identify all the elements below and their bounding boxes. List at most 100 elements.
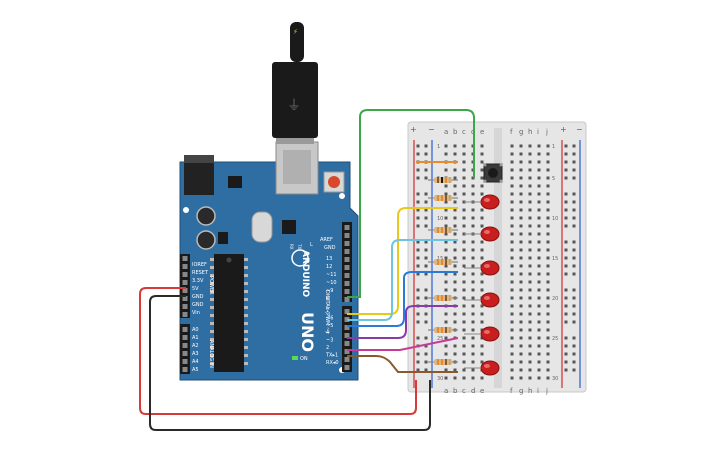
- breadboard-hole[interactable]: [471, 352, 475, 356]
- breadboard-hole[interactable]: [546, 312, 550, 316]
- rail-hole[interactable]: [424, 248, 428, 252]
- breadboard-hole[interactable]: [444, 288, 448, 292]
- breadboard-hole[interactable]: [537, 336, 541, 340]
- breadboard-hole[interactable]: [519, 296, 523, 300]
- breadboard-hole[interactable]: [453, 240, 457, 244]
- rail-hole[interactable]: [564, 224, 568, 228]
- arduino-uno-board[interactable]: ON ARDUINO UNO DIGITAL (PWM ~) POWER ANA…: [179, 141, 359, 381]
- breadboard-hole[interactable]: [462, 336, 466, 340]
- breadboard-hole[interactable]: [462, 216, 466, 220]
- breadboard-hole[interactable]: [453, 216, 457, 220]
- rail-hole[interactable]: [416, 288, 420, 292]
- breadboard-hole[interactable]: [519, 320, 523, 324]
- breadboard-hole[interactable]: [444, 232, 448, 236]
- breadboard-hole[interactable]: [528, 144, 532, 148]
- resistor[interactable]: [428, 227, 458, 233]
- breadboard-hole[interactable]: [528, 240, 532, 244]
- rail-hole[interactable]: [424, 144, 428, 148]
- breadboard-hole[interactable]: [528, 328, 532, 332]
- breadboard-hole[interactable]: [510, 256, 514, 260]
- breadboard-hole[interactable]: [528, 168, 532, 172]
- header-pin[interactable]: [344, 333, 350, 338]
- breadboard-hole[interactable]: [453, 200, 457, 204]
- breadboard-hole[interactable]: [462, 240, 466, 244]
- breadboard-hole[interactable]: [453, 208, 457, 212]
- breadboard-hole[interactable]: [546, 232, 550, 236]
- breadboard-hole[interactable]: [444, 256, 448, 260]
- breadboard-hole[interactable]: [519, 264, 523, 268]
- rail-hole[interactable]: [572, 336, 576, 340]
- breadboard-hole[interactable]: [453, 272, 457, 276]
- breadboard-hole[interactable]: [444, 168, 448, 172]
- wire-lightblue[interactable]: [347, 239, 458, 321]
- breadboard-hole[interactable]: [453, 152, 457, 156]
- header-pin[interactable]: [182, 272, 188, 277]
- rail-hole[interactable]: [424, 224, 428, 228]
- breadboard-hole[interactable]: [537, 152, 541, 156]
- rail-hole[interactable]: [416, 312, 420, 316]
- rail-hole[interactable]: [416, 192, 420, 196]
- breadboard-hole[interactable]: [519, 176, 523, 180]
- breadboard-hole[interactable]: [519, 368, 523, 372]
- breadboard-hole[interactable]: [480, 288, 484, 292]
- breadboard-hole[interactable]: [528, 184, 532, 188]
- breadboard-hole[interactable]: [510, 360, 514, 364]
- rail-hole[interactable]: [572, 344, 576, 348]
- header-pin[interactable]: [182, 296, 188, 301]
- header-pin[interactable]: [344, 349, 350, 354]
- breadboard-hole[interactable]: [537, 176, 541, 180]
- breadboard-hole[interactable]: [462, 184, 466, 188]
- breadboard-hole[interactable]: [444, 376, 448, 380]
- rail-hole[interactable]: [572, 352, 576, 356]
- breadboard-hole[interactable]: [537, 320, 541, 324]
- rail-hole[interactable]: [572, 160, 576, 164]
- breadboard-hole[interactable]: [462, 368, 466, 372]
- breadboard-hole[interactable]: [546, 280, 550, 284]
- breadboard-hole[interactable]: [528, 304, 532, 308]
- breadboard-hole[interactable]: [546, 368, 550, 372]
- rail-hole[interactable]: [564, 264, 568, 268]
- breadboard-hole[interactable]: [471, 360, 475, 364]
- breadboard-hole[interactable]: [444, 344, 448, 348]
- breadboard-hole[interactable]: [471, 312, 475, 316]
- rail-hole[interactable]: [424, 368, 428, 372]
- breadboard-hole[interactable]: [462, 144, 466, 148]
- breadboard-hole[interactable]: [537, 160, 541, 164]
- rail-hole[interactable]: [424, 336, 428, 340]
- breadboard-hole[interactable]: [537, 144, 541, 148]
- breadboard-hole[interactable]: [453, 320, 457, 324]
- breadboard-hole[interactable]: [546, 176, 550, 180]
- rail-hole[interactable]: [572, 176, 576, 180]
- rail-hole[interactable]: [572, 264, 576, 268]
- breadboard-hole[interactable]: [537, 272, 541, 276]
- breadboard-hole[interactable]: [462, 168, 466, 172]
- breadboard-hole[interactable]: [546, 208, 550, 212]
- breadboard-hole[interactable]: [480, 168, 484, 172]
- header-pin[interactable]: [344, 249, 350, 254]
- breadboard-hole[interactable]: [546, 272, 550, 276]
- resistor[interactable]: [428, 359, 458, 365]
- rail-hole[interactable]: [424, 200, 428, 204]
- breadboard-hole[interactable]: [480, 184, 484, 188]
- rail-hole[interactable]: [424, 216, 428, 220]
- breadboard-hole[interactable]: [537, 232, 541, 236]
- breadboard-hole[interactable]: [462, 192, 466, 196]
- rail-hole[interactable]: [572, 192, 576, 196]
- breadboard-hole[interactable]: [462, 152, 466, 156]
- header-pin[interactable]: [182, 327, 188, 332]
- breadboard-hole[interactable]: [471, 224, 475, 228]
- header-pin[interactable]: [182, 367, 188, 372]
- rail-hole[interactable]: [572, 248, 576, 252]
- breadboard-hole[interactable]: [453, 168, 457, 172]
- breadboard-hole[interactable]: [462, 296, 466, 300]
- rail-hole[interactable]: [416, 264, 420, 268]
- breadboard-hole[interactable]: [537, 184, 541, 188]
- rail-hole[interactable]: [416, 296, 420, 300]
- breadboard-hole[interactable]: [510, 216, 514, 220]
- breadboard-hole[interactable]: [546, 200, 550, 204]
- breadboard-hole[interactable]: [537, 208, 541, 212]
- breadboard-hole[interactable]: [528, 256, 532, 260]
- breadboard-hole[interactable]: [519, 216, 523, 220]
- breadboard-hole[interactable]: [510, 296, 514, 300]
- breadboard-hole[interactable]: [462, 312, 466, 316]
